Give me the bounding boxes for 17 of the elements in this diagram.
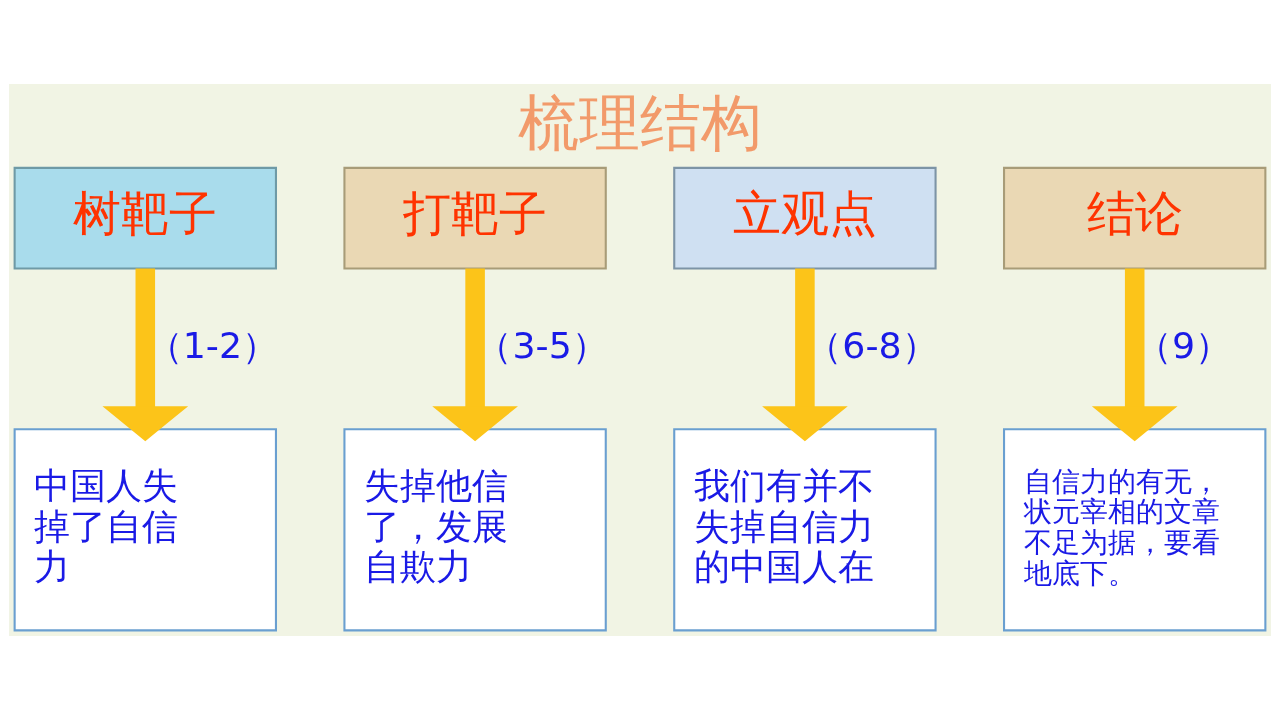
node-box: 自信力的有无，状元宰相的文章不足为据，要看地底下。 — [1003, 428, 1267, 632]
node-box: 中国人失掉了自信力 — [13, 428, 277, 632]
edge-label: （9） — [1136, 323, 1232, 367]
node-box: 我们有并不失掉自信力的中国人在 — [673, 428, 937, 632]
node-box: 打靶子 — [343, 166, 607, 270]
node-box: 结论 — [1003, 166, 1267, 270]
node-box: 立观点 — [673, 166, 937, 270]
arrow — [1091, 268, 1178, 442]
arrow — [432, 268, 518, 442]
arrow — [102, 268, 189, 442]
node-box: 树靶子 — [13, 166, 277, 270]
edge-label: （1-2） — [146, 323, 279, 367]
arrow — [762, 268, 848, 442]
edge-label: （6-8） — [806, 323, 938, 367]
diagram-title: 梳理结构 — [518, 87, 762, 159]
node-box: 失掉他信了，发展自欺力 — [343, 428, 607, 632]
edge-label: （3-5） — [476, 323, 608, 367]
